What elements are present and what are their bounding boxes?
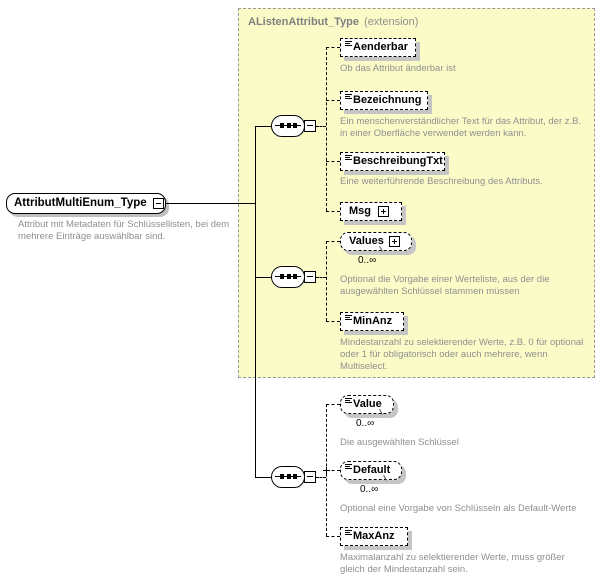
minus-expander-icon[interactable] [304, 271, 316, 283]
connector-to-bezeichnung [326, 100, 340, 101]
documentation-default: Optional eine Vorgabe von Schlüsseln als… [340, 503, 577, 514]
attribute-lines-icon [345, 315, 352, 321]
attribute-name-minanz: MinAnz [353, 315, 393, 327]
cardinality-values: 0..∞ [358, 255, 377, 266]
documentation-bezeichnung: Ein menschenverständlicher Text für das … [340, 116, 582, 139]
documentation-aenderbar: Ob das Attribut änderbar ist [340, 63, 456, 74]
element-name-default: Default [353, 464, 391, 476]
plus-expander-icon[interactable] [388, 236, 400, 247]
extension-base-type-label: AListenAttribut_Type (extension) [248, 16, 418, 28]
sequence-icon-dots [280, 274, 297, 279]
cardinality-default: 0..∞ [360, 484, 379, 495]
connector-to-minanz [326, 321, 340, 322]
attribute-node-msg[interactable]: Msg [340, 202, 402, 221]
attribute-name-bezeichnung: Bezeichnung [353, 94, 422, 106]
element-name-value: Value [353, 398, 382, 410]
attribute-node-beschreibungtxt[interactable]: BeschreibungTxt [340, 152, 445, 171]
element-name-values: Values [349, 235, 384, 247]
documentation-beschreibungtxt: Eine weiterführende Beschreibung des Att… [340, 176, 543, 187]
connector-seq2-trunk [326, 241, 327, 321]
attribute-lines-icon [345, 41, 352, 47]
extension-region [238, 8, 595, 378]
attribute-name-aenderbar: Aenderbar [353, 41, 409, 53]
connector-seq3-out [316, 477, 326, 478]
element-node-value[interactable]: Value [340, 395, 394, 414]
connector-root-horizontal [166, 203, 255, 204]
connector-to-maxanz [326, 536, 340, 537]
minus-expander-icon[interactable] [304, 120, 316, 132]
root-type-box[interactable]: AttributMultiEnum_Type [6, 193, 166, 214]
connector-seq2-out [316, 277, 326, 278]
connector-branch-seq3 [255, 477, 271, 478]
connector-to-value [326, 404, 340, 405]
sequence-compositor-1[interactable] [271, 115, 316, 137]
plus-expander-icon[interactable] [378, 206, 389, 217]
attribute-lines-icon [345, 530, 352, 536]
cardinality-value: 0..∞ [356, 418, 375, 429]
sequence-icon-dots [280, 123, 297, 128]
connector-branch-seq1 [255, 126, 271, 127]
minus-expander-icon[interactable] [304, 471, 316, 483]
element-node-default[interactable]: Default [340, 461, 402, 480]
connector-to-msg [326, 211, 340, 212]
attribute-lines-icon [345, 94, 352, 100]
connector-junction-default [323, 467, 330, 474]
extension-base-type-name: AListenAttribut_Type [248, 16, 360, 28]
element-lines-icon [345, 464, 352, 470]
connector-to-values [326, 241, 340, 242]
connector-to-aenderbar [326, 47, 340, 48]
sequence-compositor-2[interactable] [271, 266, 316, 288]
extension-kind-label: (extension) [364, 16, 419, 28]
root-type-documentation: Attribut mit Metadaten für Schlüssellist… [18, 219, 230, 242]
documentation-maxanz: Maximalanzahl zu selektierender Werte, m… [340, 552, 565, 575]
documentation-values: Optional die Vorgabe einer Werteliste, a… [340, 274, 550, 297]
attribute-name-beschreibungtxt: BeschreibungTxt [353, 155, 443, 167]
sequence-icon-dots [280, 474, 297, 479]
attribute-name-maxanz: MaxAnz [353, 530, 395, 542]
attribute-node-aenderbar[interactable]: Aenderbar [340, 38, 416, 57]
connector-to-default [326, 470, 340, 471]
attribute-node-maxanz[interactable]: MaxAnz [340, 527, 408, 546]
root-type-label: AttributMultiEnum_Type [14, 196, 147, 209]
connector-branch-seq2 [255, 277, 271, 278]
minus-expander-icon[interactable] [152, 198, 164, 209]
attribute-lines-icon [345, 155, 352, 161]
element-node-values[interactable]: Values [340, 232, 412, 251]
attribute-name-msg: Msg [349, 205, 371, 217]
documentation-value: Die ausgewählten Schlüssel [340, 437, 459, 448]
attribute-node-bezeichnung[interactable]: Bezeichnung [340, 91, 428, 110]
connector-seq1-trunk [326, 47, 327, 211]
documentation-minanz: Mindestanzahl zu selektierender Werte, z… [340, 337, 584, 372]
connector-root-vertical [255, 126, 256, 477]
connector-to-beschreibungtxt [326, 161, 340, 162]
connector-seq1-out [316, 126, 326, 127]
sequence-compositor-3[interactable] [271, 466, 316, 488]
attribute-node-minanz[interactable]: MinAnz [340, 312, 404, 331]
element-lines-icon [345, 398, 352, 404]
